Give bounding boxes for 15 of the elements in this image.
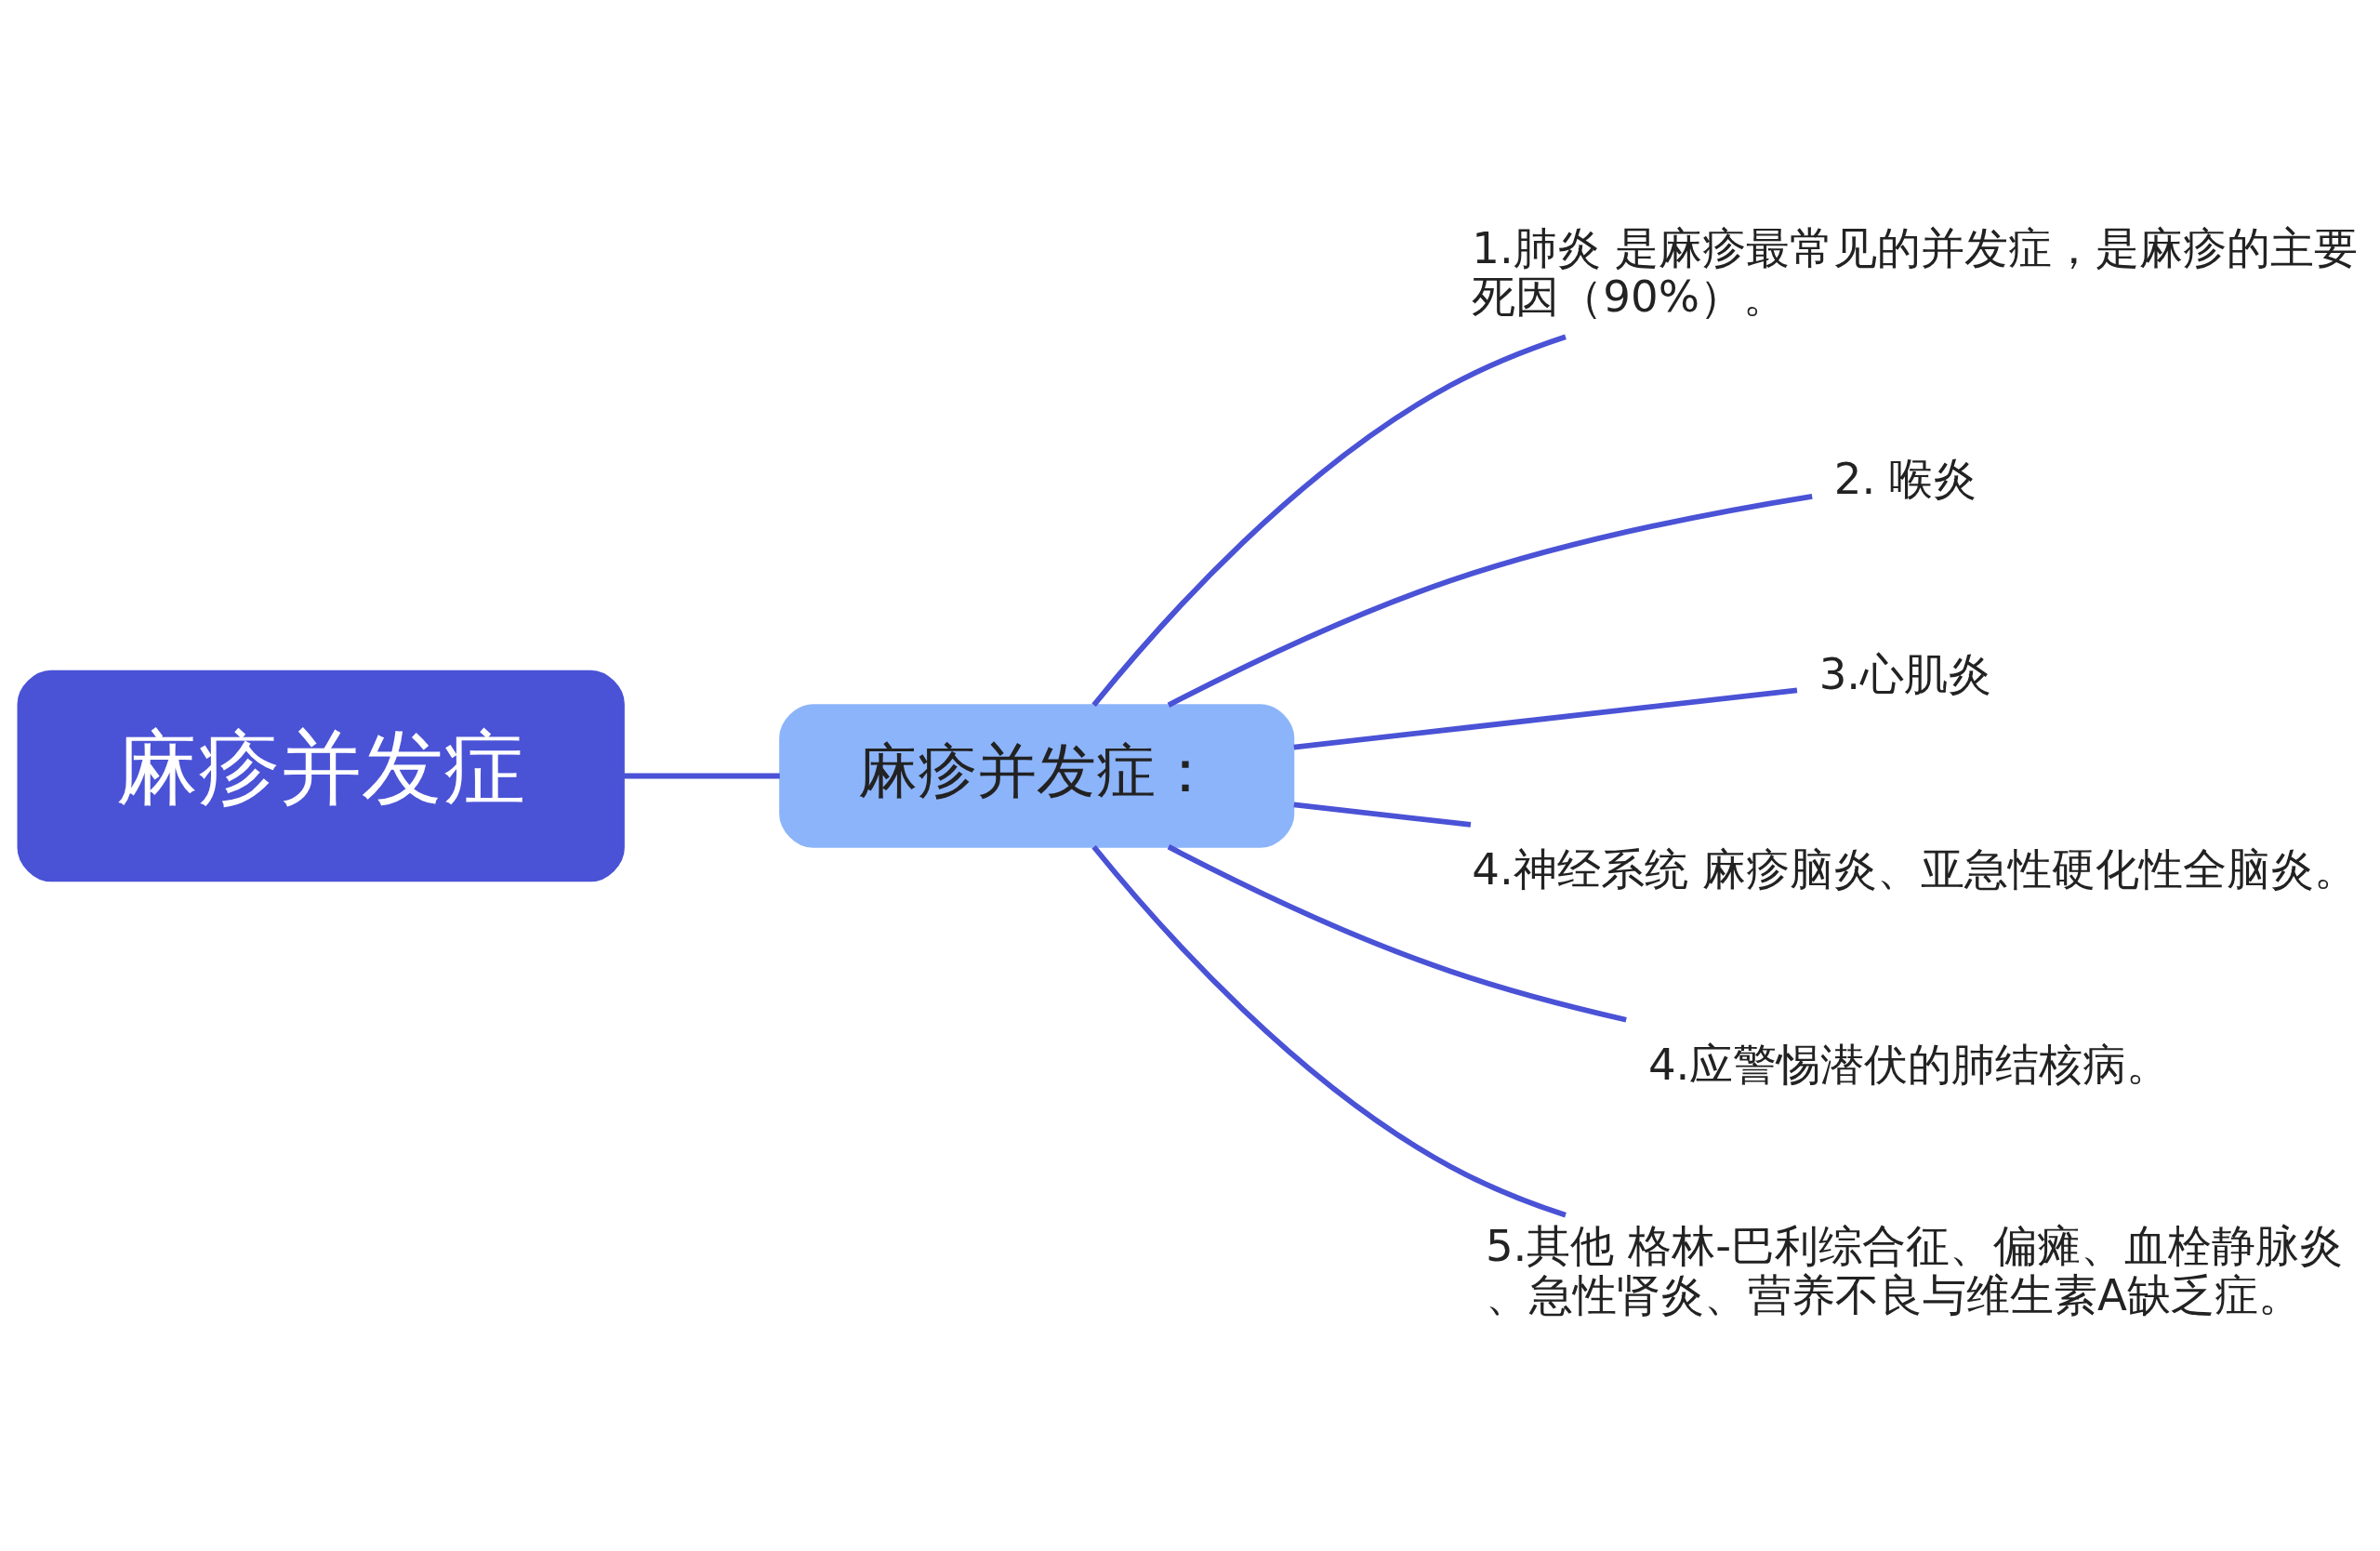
node-box: 麻疹并发症：: [779, 703, 1295, 848]
connector: [1293, 687, 1798, 749]
connector: [1091, 333, 1567, 707]
connector: [1091, 844, 1567, 1218]
node-text: 1.肺炎 是麻疹最常见的并发症，是麻疹的主要死因（90%）。: [1472, 222, 2358, 322]
connector: [1167, 493, 1813, 708]
node-text: 5.其他 格林-巴利综合征、偏瘫、血栓静脉炎、急性肾炎、营养不良与维生素A缺乏症。: [1485, 1220, 2344, 1319]
node-text: 3.心肌炎: [1818, 648, 1992, 699]
node-text: 4.应警惕潜伏的肺结核病。: [1647, 1039, 2171, 1090]
connector: [1293, 802, 1472, 828]
node-box: 麻疹并发症: [17, 669, 625, 882]
connector: [1167, 843, 1627, 1023]
node-text: 4.神经系统 麻疹脑炎、亚急性硬化性全脑炎。: [1472, 843, 2358, 895]
connector: [624, 773, 780, 778]
node-text: 2. 喉炎: [1833, 453, 1977, 504]
